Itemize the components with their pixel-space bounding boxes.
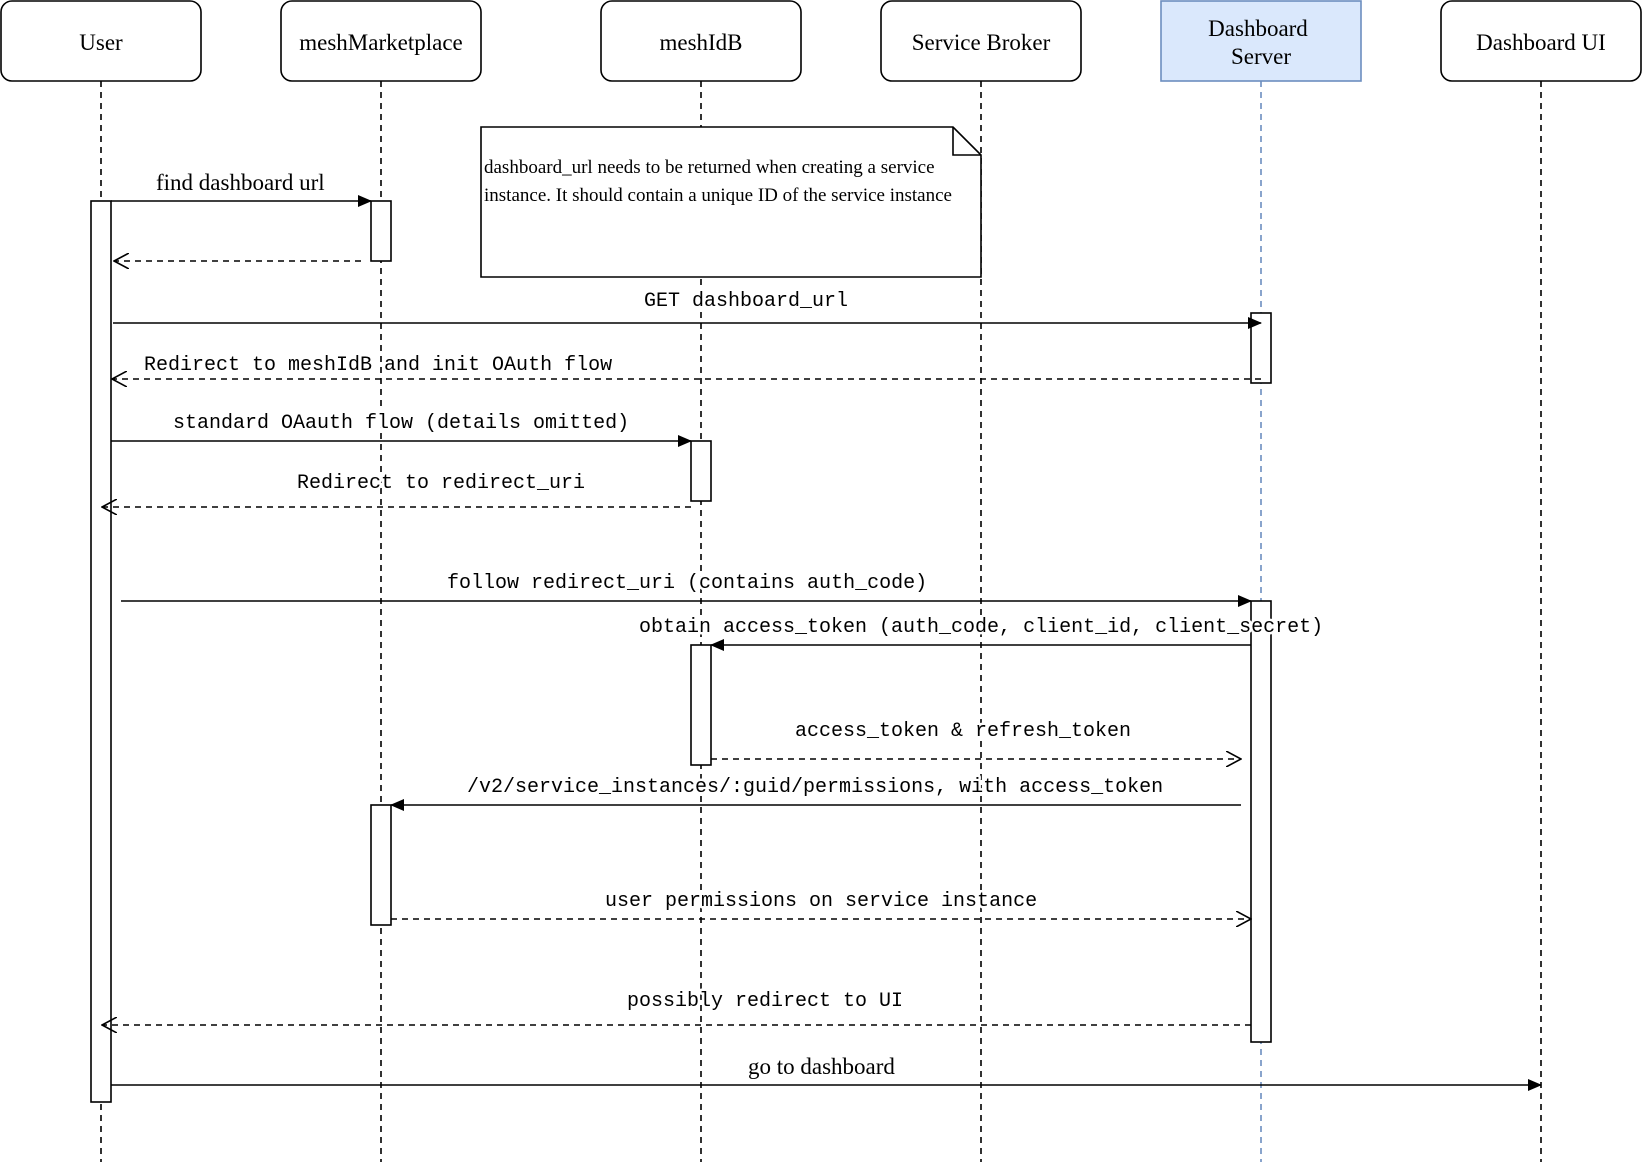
participant-box-dashui [1440,0,1642,82]
participant-box-dashserver [1160,0,1362,82]
message-label-m9: access_token & refresh_token [795,720,1131,743]
message-label-m6: Redirect to redirect_uri [297,472,585,495]
note [480,126,982,278]
message-label-m5: standard OAauth flow (details omitted) [173,412,629,435]
activation-dashserver-1 [1250,312,1272,384]
message-label-m10: /v2/service_instances/:guid/permissions,… [467,776,1163,799]
participant-headers: User meshMarketplace meshIdB Service Bro… [0,0,1642,82]
message-label-m13: go to dashboard [748,1054,895,1079]
messages [102,195,1542,1091]
note-text: dashboard_url needs to be returned when … [484,157,952,206]
activation-idb-1 [690,440,712,502]
message-label-m7: follow redirect_uri (contains auth_code) [447,572,927,595]
participant-label-broker: Service Broker [912,30,1051,55]
activations [90,200,1272,1103]
message-label-m12: possibly redirect to UI [627,990,903,1013]
participant-label-dashserver-line1: Dashboard [1208,16,1308,41]
participant-label-dashserver-line2: Server [1231,44,1291,69]
message-label-m4: Redirect to meshIdB and init OAuth flow [144,354,612,377]
participant-box-user [0,0,202,82]
message-labels: find dashboard url GET dashboard_url Red… [142,168,1326,1082]
participant-label-marketplace: meshMarketplace [299,30,462,55]
message-label-m8: obtain access_token (auth_code, client_i… [639,616,1323,639]
activation-idb-2 [690,644,712,766]
participant-label-idb: meshIdB [659,30,742,55]
participant-box-broker [880,0,1082,82]
participant-label-user: User [79,30,123,55]
activation-marketplace-2 [370,804,392,926]
note-shape [480,126,982,278]
participant-box-idb [600,0,802,82]
message-label-m11: user permissions on service instance [605,890,1037,913]
participant-label-dashui: Dashboard UI [1476,30,1606,55]
activation-dashserver-2 [1250,600,1272,1043]
activation-marketplace-1 [370,200,392,262]
activation-user [90,200,112,1103]
participant-box-marketplace [280,0,482,82]
note-fold [952,127,981,156]
message-label-m3: GET dashboard_url [644,290,848,313]
message-label-m1: find dashboard url [156,170,325,195]
